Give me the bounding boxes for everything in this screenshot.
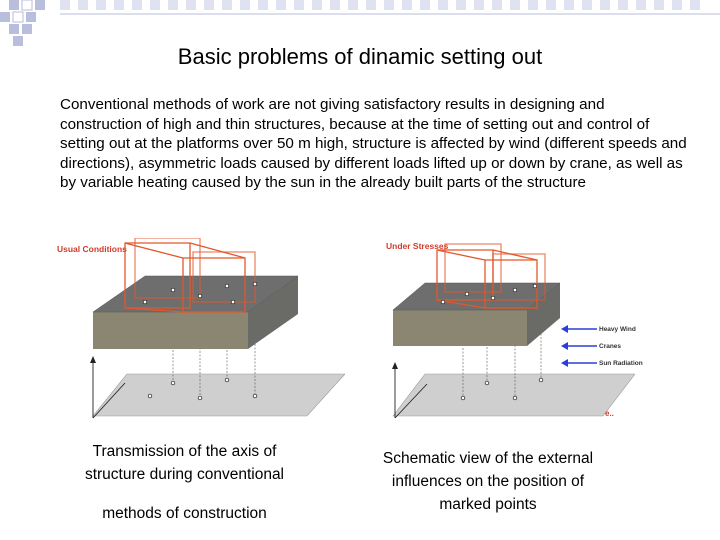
usual-conditions-diagram [90,238,345,419]
left-caption-line: methods of construction [102,505,267,522]
body-paragraph: Conventional methods of work are not giv… [60,96,687,192]
left-figure-label: Usual Conditions [57,244,127,254]
left-caption: Transmission of the axis of structure du… [52,440,317,525]
under-stresses-diagram: e.. [392,243,635,419]
right-caption: Schematic view of the external influence… [358,447,618,516]
force-label-cranes: Cranes [599,343,622,350]
left-caption-line: Transmission of the axis of [92,443,277,460]
right-caption-line: marked points [439,496,537,513]
right-caption-line: Schematic view of the external [382,450,594,467]
slide-title: Basic problems of dinamic setting out [177,44,543,69]
left-caption-line: structure during conventional [84,466,285,483]
svg-text:e..: e.. [605,409,614,418]
corner-decoration [0,0,720,46]
force-label-sun: Sun Radiation [599,360,643,367]
right-figure-label: Under Stresses [386,241,449,251]
right-caption-line: influences on the position of [391,473,585,490]
force-label-wind: Heavy Wind [599,326,636,333]
